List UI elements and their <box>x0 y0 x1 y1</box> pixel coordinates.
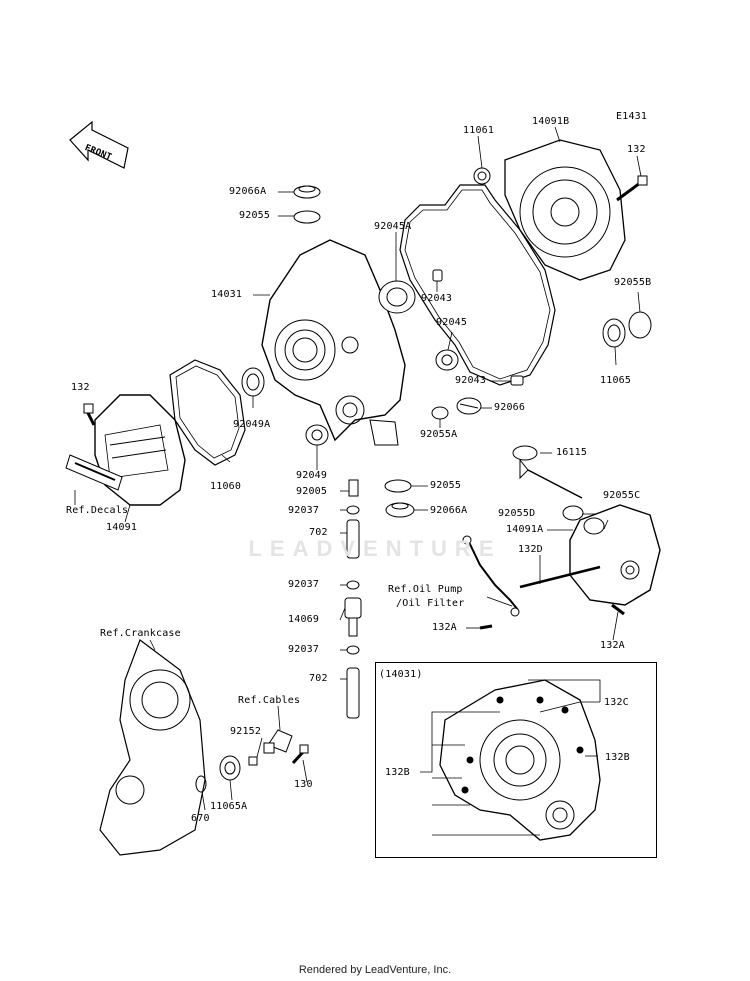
label-132-top: 132 <box>627 144 646 155</box>
label-92152: 92152 <box>230 726 262 737</box>
front-arrow-icon <box>69 120 129 169</box>
hose-702-b <box>346 667 360 719</box>
label-702-a: 702 <box>309 527 328 538</box>
plug-92066 <box>456 397 482 415</box>
inset-frame <box>375 662 657 858</box>
oring-92055A <box>431 406 449 420</box>
cap-92066A-mid <box>385 502 415 518</box>
seal-11065 <box>602 318 626 348</box>
label-130: 130 <box>294 779 313 790</box>
label-92055C: 92055C <box>603 490 641 501</box>
bolt-132A-right <box>611 603 625 616</box>
ref-oil-pump-label: Ref.Oil Pump <box>388 584 463 595</box>
label-92049: 92049 <box>296 470 328 481</box>
housing-14031 <box>261 239 406 446</box>
label-132B-right: 132B <box>605 752 630 763</box>
diagram-code: E1431 <box>616 111 648 122</box>
oring-92055B <box>628 311 652 339</box>
label-92055-mid: 92055 <box>430 480 462 491</box>
dipstick-16115 <box>512 445 583 499</box>
seal-92049A <box>241 367 265 397</box>
clamp-92037-c <box>346 645 360 655</box>
label-702-b: 702 <box>309 673 328 684</box>
label-132B-left: 132B <box>385 767 410 778</box>
label-92055A: 92055A <box>420 429 458 440</box>
label-132A-left: 132A <box>432 622 457 633</box>
ref-oil-filter-label: /Oil Filter <box>396 598 465 609</box>
label-92055B: 92055B <box>614 277 652 288</box>
footer-credit: Rendered by LeadVenture, Inc. <box>298 964 452 976</box>
label-16115: 16115 <box>556 447 588 458</box>
label-92055D: 92055D <box>498 508 536 519</box>
label-14091A: 14091A <box>506 524 544 535</box>
oring-92055-mid <box>384 479 412 493</box>
cover-14091 <box>94 394 186 506</box>
inset-housing <box>439 679 601 841</box>
dowel-92043-b <box>510 375 524 386</box>
label-132D: 132D <box>518 544 543 555</box>
bolt-132A-left <box>479 624 493 630</box>
label-132A-right: 132A <box>600 640 625 651</box>
label-92066: 92066 <box>494 402 526 413</box>
bearing-92049 <box>305 424 329 446</box>
dowel-92043-a <box>432 269 443 282</box>
label-14031: 14031 <box>211 289 243 300</box>
fitting-14069 <box>344 597 362 637</box>
label-92055-top: 92055 <box>239 210 271 221</box>
label-11065: 11065 <box>600 375 632 386</box>
oring-670 <box>195 775 207 793</box>
bolt-132-left <box>83 403 96 426</box>
label-92037-c: 92037 <box>288 644 320 655</box>
label-92045A: 92045A <box>374 221 412 232</box>
label-92049A: 92049A <box>233 419 271 430</box>
oring-92055D <box>562 505 584 521</box>
crankcase-ref <box>99 639 206 856</box>
label-670: 670 <box>191 813 210 824</box>
gasket-11061 <box>399 184 556 386</box>
label-14091B: 14091B <box>532 116 570 127</box>
bearing-92045A <box>378 280 416 314</box>
label-92066A-mid: 92066A <box>430 505 468 516</box>
seal-11065A <box>219 755 241 781</box>
cover-14091B <box>504 139 626 281</box>
label-14091: 14091 <box>106 522 138 533</box>
ref-decals-label: Ref.Decals <box>66 505 129 516</box>
label-92043-a: 92043 <box>421 293 453 304</box>
kawasaki-decal <box>65 454 123 491</box>
cover-14091A <box>562 504 661 606</box>
ref-cables-label: Ref.Cables <box>238 695 301 706</box>
label-92045: 92045 <box>436 317 468 328</box>
ref-crankcase-label: Ref.Crankcase <box>100 628 181 639</box>
label-11060: 11060 <box>210 481 242 492</box>
hose-702-a <box>346 519 360 559</box>
clamp-92037-b <box>346 580 360 590</box>
pipe-92005 <box>348 479 359 497</box>
cables-ref-bracket <box>263 729 293 754</box>
inset-title: (14031) <box>379 669 423 680</box>
collar-92152 <box>248 756 258 766</box>
label-14069: 14069 <box>288 614 320 625</box>
bolt-132-top <box>616 175 648 202</box>
oring-92055-top <box>293 210 321 224</box>
bearing-92045 <box>435 349 459 371</box>
label-92005: 92005 <box>296 486 328 497</box>
label-11061: 11061 <box>463 125 495 136</box>
bolt-130 <box>291 744 309 765</box>
label-92066A-top: 92066A <box>229 186 267 197</box>
label-92037-b: 92037 <box>288 579 320 590</box>
bolt-132D <box>519 565 601 589</box>
label-11065A: 11065A <box>210 801 248 812</box>
label-92037-a: 92037 <box>288 505 320 516</box>
label-92043-b: 92043 <box>455 375 487 386</box>
watermark: LEADVENTURE <box>248 536 502 561</box>
clamp-92037-a <box>346 505 360 515</box>
oil-pipe <box>467 539 519 611</box>
label-132C: 132C <box>604 697 629 708</box>
gasket-11060 <box>169 359 246 466</box>
label-132-left: 132 <box>71 382 90 393</box>
